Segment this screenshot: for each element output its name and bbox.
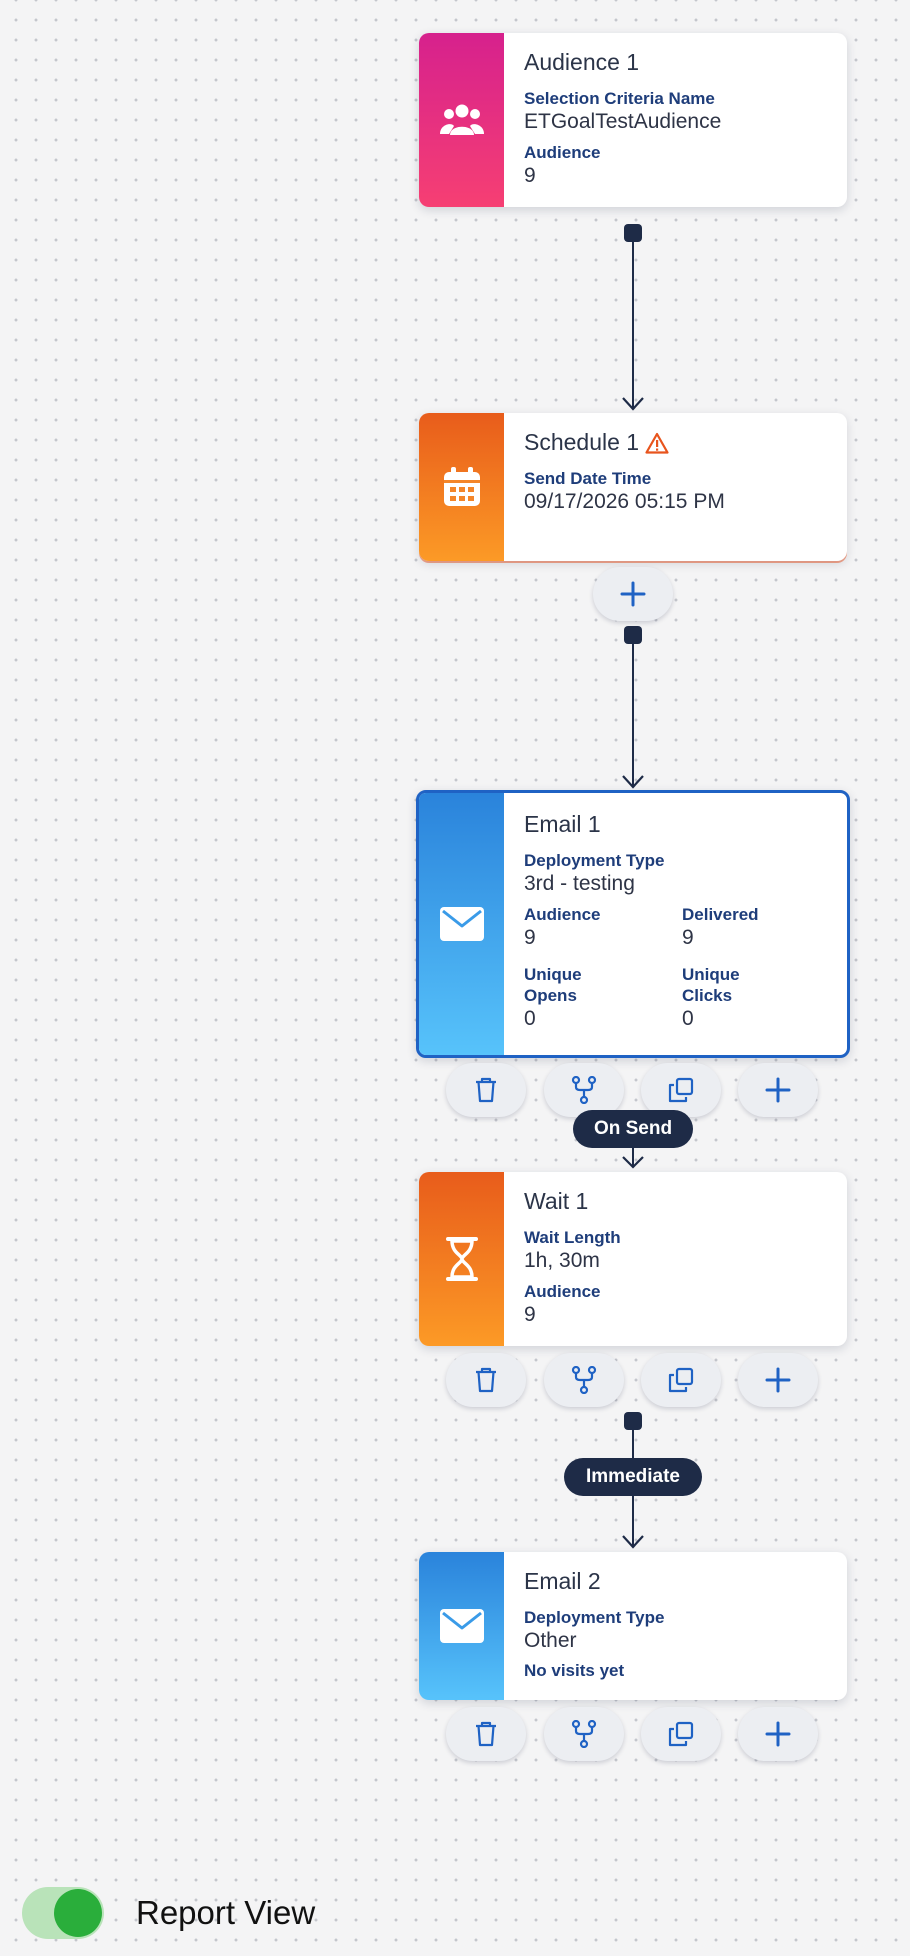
- audience-value: 9: [524, 164, 536, 187]
- envelope-icon: [439, 1609, 484, 1643]
- node-title: Wait 1: [524, 1188, 589, 1214]
- node-schedule-1[interactable]: Schedule 1 Send Date Time 09/17/2026 05:…: [419, 413, 847, 561]
- node-title: Email 2: [524, 1568, 601, 1594]
- copy-icon: [668, 1367, 694, 1393]
- deployment-type-label: Deployment Type: [524, 1608, 665, 1627]
- node-email-2[interactable]: Email 2 Deployment Type Other No visits …: [419, 1552, 847, 1700]
- audience-label: Audience: [524, 143, 601, 162]
- wait-length-value: 1h, 30m: [524, 1249, 600, 1272]
- selection-criteria-label: Selection Criteria Name: [524, 89, 715, 108]
- branch-icon: [571, 1720, 597, 1748]
- wait-length-label: Wait Length: [524, 1228, 621, 1247]
- delivered-value: 9: [682, 926, 694, 949]
- unique-clicks-label-line2: Clicks: [682, 986, 733, 1005]
- unique-opens-label-line2: Opens: [524, 986, 577, 1005]
- deployment-type-value: Other: [524, 1629, 577, 1652]
- audience-label: Audience: [524, 905, 601, 924]
- node-title: Email 1: [524, 811, 601, 837]
- report-view-toggle[interactable]: [22, 1887, 104, 1939]
- unique-clicks-value: 0: [682, 1007, 694, 1030]
- selection-criteria-value: ETGoalTestAudience: [524, 110, 722, 133]
- copy-icon: [668, 1721, 694, 1747]
- unique-opens-label-line1: Unique: [524, 965, 582, 984]
- node-audience-1[interactable]: Audience 1 Selection Criteria Name ETGoa…: [419, 33, 847, 207]
- hourglass-icon: [445, 1237, 478, 1281]
- trash-icon: [476, 1367, 496, 1393]
- node-wait-strip: [419, 1172, 504, 1346]
- delete-button[interactable]: [446, 1063, 526, 1117]
- copy-icon: [668, 1077, 694, 1103]
- send-date-label: Send Date Time: [524, 469, 652, 488]
- node-wait-1[interactable]: Wait 1 Wait Length 1h, 30m Audience 9: [419, 1172, 847, 1346]
- split-button[interactable]: [544, 1063, 624, 1117]
- delete-button[interactable]: [446, 1707, 526, 1761]
- delivered-label: Delivered: [682, 905, 759, 924]
- node-title: Schedule 1: [524, 429, 640, 455]
- plus-icon: [620, 581, 646, 607]
- plus-icon: [765, 1367, 791, 1393]
- branch-icon: [571, 1076, 597, 1104]
- users-icon: [439, 104, 484, 135]
- audience-value: 9: [524, 926, 536, 949]
- plus-icon: [765, 1077, 791, 1103]
- node-email-1[interactable]: Email 1 Deployment Type 3rd - testing Au…: [416, 790, 850, 1058]
- warning-icon: [645, 432, 669, 454]
- connector-handle: [624, 1412, 642, 1430]
- connector-handle: [624, 626, 642, 644]
- split-button[interactable]: [544, 1707, 624, 1761]
- branch-icon: [571, 1366, 597, 1394]
- trash-icon: [476, 1077, 496, 1103]
- immediate-label[interactable]: Immediate: [564, 1458, 702, 1496]
- add-step-button[interactable]: [738, 1707, 818, 1761]
- node-email-strip: [419, 1552, 504, 1700]
- split-button[interactable]: [544, 1353, 624, 1407]
- duplicate-button[interactable]: [641, 1063, 721, 1117]
- unique-opens-value: 0: [524, 1007, 536, 1030]
- audience-value: 9: [524, 1303, 536, 1326]
- unique-clicks-label-line1: Unique: [682, 965, 740, 984]
- no-visits-note: No visits yet: [524, 1661, 625, 1680]
- envelope-icon: [439, 907, 484, 941]
- trash-icon: [476, 1721, 496, 1747]
- toggle-knob: [54, 1889, 102, 1937]
- deployment-type-value: 3rd - testing: [524, 872, 635, 895]
- duplicate-button[interactable]: [641, 1353, 721, 1407]
- node-schedule-strip: [419, 413, 504, 561]
- calendar-icon: [443, 467, 480, 506]
- node-email-strip: [419, 793, 504, 1055]
- report-view-label: Report View: [136, 1894, 316, 1931]
- audience-label: Audience: [524, 1282, 601, 1301]
- send-date-value: 09/17/2026 05:15 PM: [524, 490, 725, 513]
- node-audience-strip: [419, 33, 504, 207]
- connector-handle: [624, 224, 642, 242]
- add-step-button[interactable]: [593, 567, 673, 621]
- add-step-button[interactable]: [738, 1063, 818, 1117]
- plus-icon: [765, 1721, 791, 1747]
- node-title: Audience 1: [524, 49, 640, 75]
- deployment-type-label: Deployment Type: [524, 851, 665, 870]
- duplicate-button[interactable]: [641, 1707, 721, 1761]
- delete-button[interactable]: [446, 1353, 526, 1407]
- add-step-button[interactable]: [738, 1353, 818, 1407]
- on-send-label[interactable]: On Send: [573, 1110, 693, 1148]
